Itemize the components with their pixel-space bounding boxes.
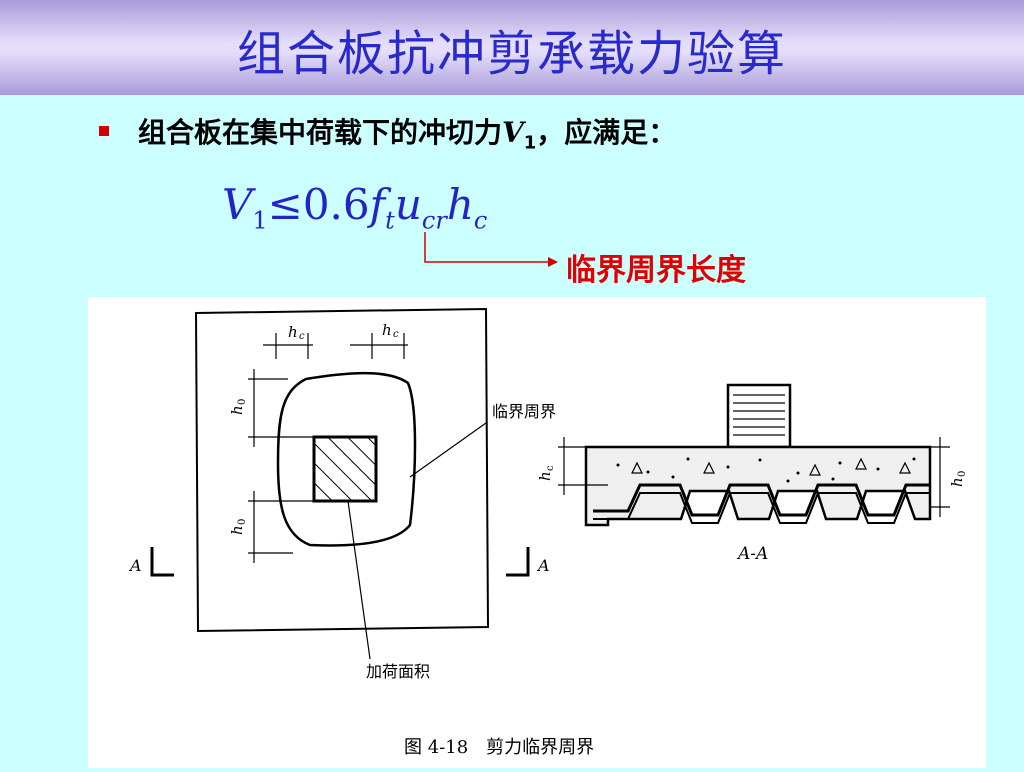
- formula-v: V: [222, 180, 253, 229]
- bullet-text-after: ，应满足：: [536, 116, 677, 149]
- section-hc-label: h: [536, 471, 554, 481]
- h0-label-bottom-sub: 0: [237, 519, 248, 525]
- bullet-text-before: 组合板在集中荷载下的冲切力: [138, 116, 503, 149]
- formula-h: h: [446, 180, 474, 229]
- figure-caption: 图 4-18 剪力临界周界: [404, 737, 594, 758]
- critical-perimeter-label: 临界周界: [492, 402, 556, 421]
- section-h0-label-sub: 0: [957, 471, 968, 477]
- hc-label-left-sub: c: [299, 331, 305, 342]
- h0-label-top: h: [228, 405, 246, 415]
- section-h0-label: h: [948, 477, 966, 487]
- h0-label-bottom: h: [228, 525, 246, 535]
- figure-drawing: h c h c h 0 h 0 临界周界 加荷面积 A A: [128, 307, 968, 758]
- load-block: [726, 383, 792, 449]
- shear-perimeter-figure: h c h c h 0 h 0 临界周界 加荷面积 A A: [88, 297, 986, 768]
- formula-h-sub: c: [473, 206, 488, 235]
- bullet-variable: V: [502, 116, 524, 149]
- hc-label-right: h: [382, 321, 392, 339]
- bullet-square-icon: [99, 126, 109, 136]
- plan-view: [150, 307, 530, 660]
- section-mark-right: A: [536, 556, 550, 575]
- critical-perimeter-note: 临界周界长度: [566, 253, 746, 288]
- formula-f-sub: t: [385, 206, 395, 235]
- load-area-label: 加荷面积: [366, 662, 430, 681]
- title-bar: [0, 0, 1024, 95]
- section-view: [558, 383, 950, 527]
- section-mark-left: A: [128, 556, 142, 575]
- section-title: A-A: [736, 544, 768, 564]
- formula-u-sub: cr: [421, 206, 447, 235]
- slab-outline: [194, 307, 490, 633]
- hc-label-right-sub: c: [393, 329, 399, 340]
- critical-perimeter-outline: [276, 371, 417, 547]
- bullet-variable-subscript: 1: [523, 132, 537, 154]
- shear-formula: V1≤0.6ftucrhc: [222, 180, 487, 234]
- annotation-arrow: [424, 232, 558, 267]
- slide-title: 组合板抗冲剪承载力验算: [236, 26, 787, 82]
- formula-u: u: [394, 180, 422, 229]
- h0-label-top-sub: 0: [237, 399, 248, 405]
- bullet-text: 组合板在集中荷载下的冲切力V1，应满足：: [138, 111, 676, 154]
- section-hc-label-sub: c: [545, 465, 556, 471]
- hc-label-left: h: [288, 323, 298, 341]
- steel-deck: [593, 483, 930, 517]
- loaded-area: [312, 435, 378, 503]
- formula-f: f: [369, 180, 386, 229]
- formula-relation: ≤0.6: [267, 180, 370, 229]
- formula-v-sub: 1: [252, 206, 268, 235]
